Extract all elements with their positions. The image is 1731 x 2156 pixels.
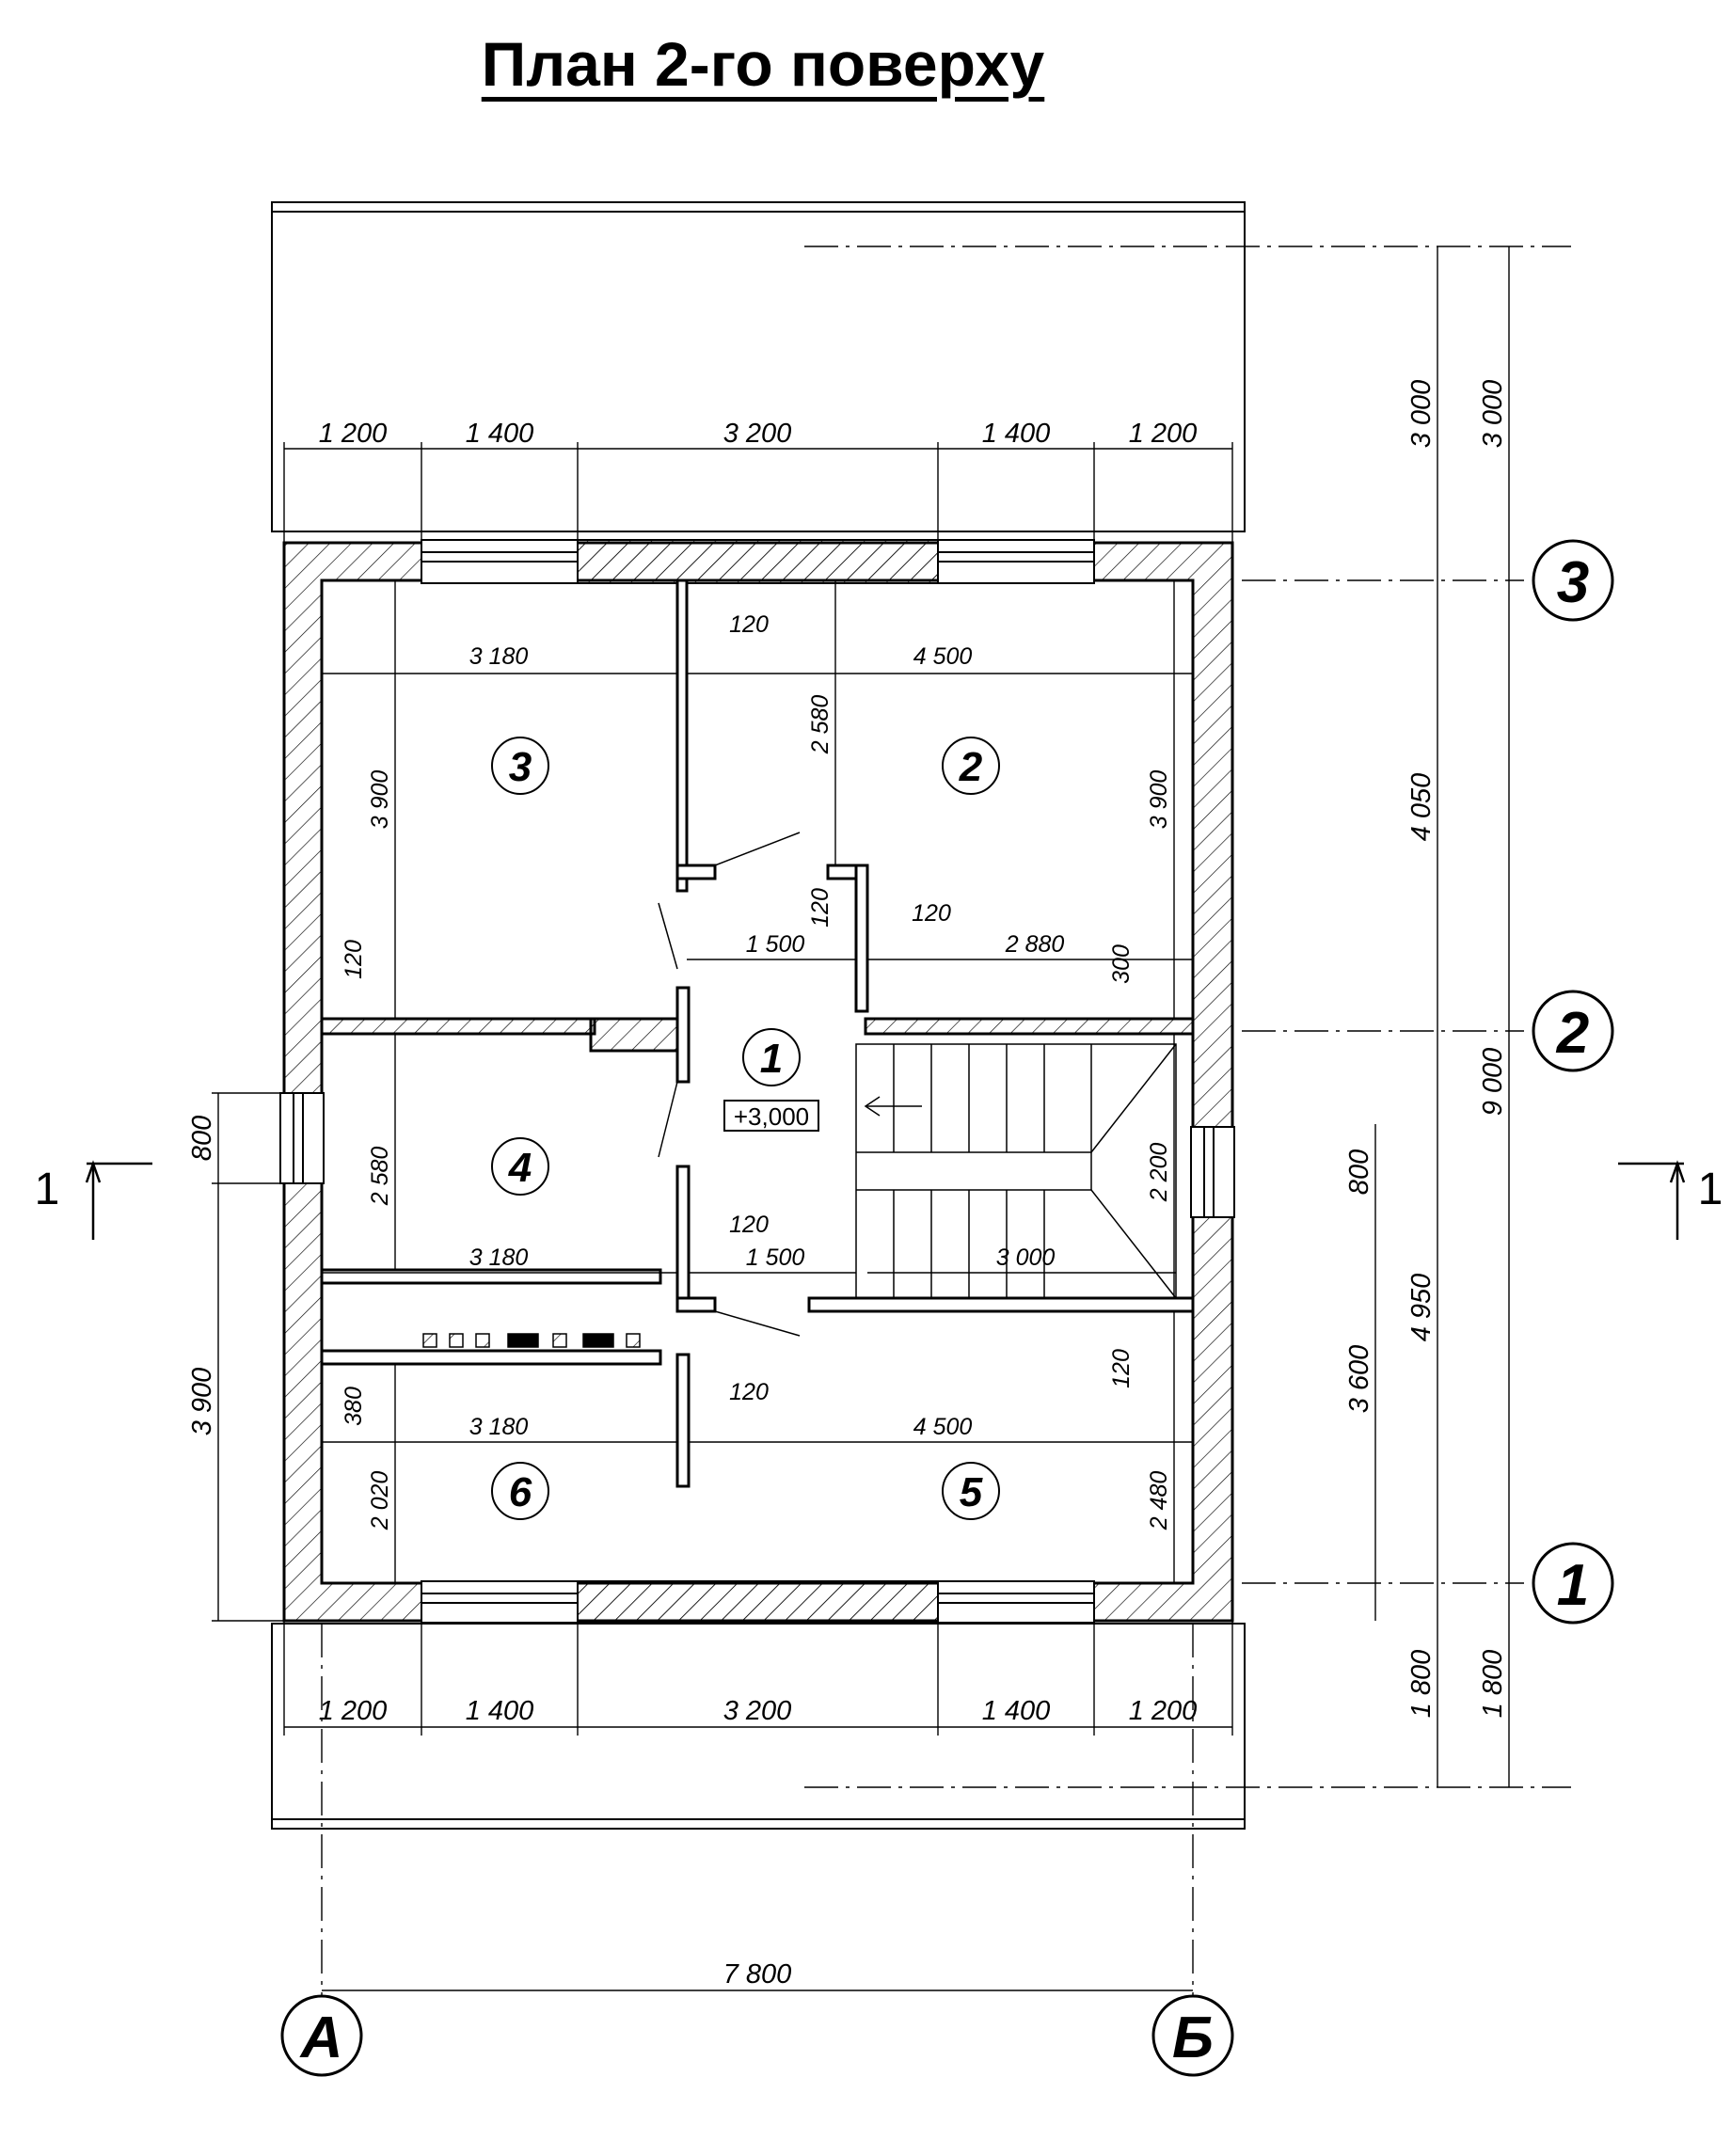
room-number-6: 6 xyxy=(509,1469,532,1515)
windows-top xyxy=(421,539,1095,584)
roof-overhang-top xyxy=(271,201,1246,532)
axis-label-2: 2 xyxy=(1556,1001,1589,1066)
axis-bubble-a xyxy=(280,1994,363,2077)
dim-right-outer-1: 3 000 xyxy=(1478,380,1508,449)
dim-top-3: 3 200 xyxy=(723,419,792,449)
dim-partition-b: 120 xyxy=(807,888,834,927)
dim-overall-width: 7 800 xyxy=(723,1959,792,1990)
door-swings xyxy=(658,832,801,1337)
dim-room2-width: 4 500 xyxy=(913,643,973,670)
axis-bubble-3 xyxy=(1532,539,1614,622)
dim-right-outer-2: 9 000 xyxy=(1478,1048,1508,1117)
dimension-texts: 1 200 1 400 3 200 1 400 1 200 1 200 1 40… xyxy=(187,380,1508,1990)
dim-bottom-2: 1 400 xyxy=(466,1696,534,1726)
axis-lines xyxy=(321,246,1571,2004)
dim-partition-d: 120 xyxy=(341,940,367,979)
axis-label-1: 1 xyxy=(1557,1553,1589,1618)
room-markers xyxy=(491,737,1000,1520)
dim-left-window-span: 3 900 xyxy=(187,1368,217,1436)
section-marks xyxy=(85,1160,1686,1240)
room-number-2: 2 xyxy=(959,744,983,790)
axis-label-a: А xyxy=(299,2005,343,2070)
dim-room5-width: 4 500 xyxy=(913,1414,973,1440)
room-number-4: 4 xyxy=(508,1145,532,1191)
dim-bottom-3: 3 200 xyxy=(723,1696,792,1726)
axis-label-3: 3 xyxy=(1557,550,1589,615)
dim-door-2580: 2 580 xyxy=(807,695,834,755)
dim-partition-c: 120 xyxy=(912,900,951,927)
axis-label-b: Б xyxy=(1172,2005,1214,2070)
room-number-5: 5 xyxy=(960,1469,983,1515)
axis-labels: 3 2 1 А Б xyxy=(299,550,1590,2070)
plan-title: План 2-го поверху xyxy=(481,29,1045,99)
section-mark-right: 1 xyxy=(1698,1165,1723,1214)
dim-left-window: 800 xyxy=(187,1116,217,1161)
room-number-1: 1 xyxy=(760,1036,783,1082)
roof-overhang-bottom xyxy=(271,1623,1246,1830)
dim-bottom-5: 1 200 xyxy=(1129,1696,1198,1726)
dim-top-5: 1 200 xyxy=(1129,419,1198,449)
dim-room6-width: 3 180 xyxy=(469,1414,529,1440)
dim-bottom-4: 1 400 xyxy=(982,1696,1051,1726)
axis-bubble-b xyxy=(1151,1994,1234,2077)
dim-hall-width-mid: 1 500 xyxy=(746,1244,805,1271)
dim-stair-width: 3 000 xyxy=(996,1244,1056,1271)
room-labels: 1 +3,000 2 3 4 5 6 xyxy=(508,744,983,1515)
vent-blocks xyxy=(422,1333,641,1348)
axis-bubbles xyxy=(280,539,1614,2077)
dim-room4-height: 2 580 xyxy=(367,1147,393,1207)
level-mark: +3,000 xyxy=(734,1102,809,1131)
dim-top-1: 1 200 xyxy=(319,419,388,449)
dim-room3-width: 3 180 xyxy=(469,643,529,670)
dim-room5-height: 2 480 xyxy=(1146,1471,1172,1531)
dim-right-inner-3: 4 950 xyxy=(1406,1274,1437,1342)
dim-right-inner-2: 4 050 xyxy=(1406,773,1437,842)
section-mark-left: 1 xyxy=(35,1165,60,1214)
dim-right-outer-3: 1 800 xyxy=(1478,1650,1508,1719)
dim-partition-a: 120 xyxy=(729,611,769,638)
windows-bottom xyxy=(421,1580,1095,1624)
dimension-lines xyxy=(212,246,1510,1991)
dim-partition-f: 120 xyxy=(1108,1349,1135,1388)
dim-room4-width: 3 180 xyxy=(469,1244,529,1271)
dim-chimney-depth: 380 xyxy=(341,1387,367,1426)
dim-right-inner-4: 1 800 xyxy=(1406,1650,1437,1719)
dim-right-inner-1: 3 000 xyxy=(1406,380,1437,449)
dim-room6-height: 2 020 xyxy=(367,1471,393,1531)
dim-partition-e: 120 xyxy=(729,1212,769,1238)
dim-right-window-span: 3 600 xyxy=(1344,1345,1374,1414)
room-number-3: 3 xyxy=(509,744,532,790)
dim-room2-height: 3 900 xyxy=(1146,770,1172,830)
dim-hall-width-top: 1 500 xyxy=(746,931,805,958)
dim-corridor-2880: 2 880 xyxy=(1005,931,1065,958)
staircase xyxy=(855,1043,1177,1299)
dim-top-2: 1 400 xyxy=(466,419,534,449)
axis-bubble-2 xyxy=(1532,990,1614,1072)
windows-side xyxy=(279,1092,1235,1218)
dim-stair-height: 2 200 xyxy=(1146,1143,1172,1203)
axis-bubble-1 xyxy=(1532,1542,1614,1625)
dim-right-window: 800 xyxy=(1344,1149,1374,1195)
dim-room3-height: 3 900 xyxy=(367,770,393,830)
interior-walls xyxy=(320,579,1195,1488)
dim-partition-g: 120 xyxy=(729,1379,769,1405)
dim-bottom-1: 1 200 xyxy=(319,1696,388,1726)
dim-top-4: 1 400 xyxy=(982,419,1051,449)
dim-offset-300: 300 xyxy=(1108,944,1135,984)
